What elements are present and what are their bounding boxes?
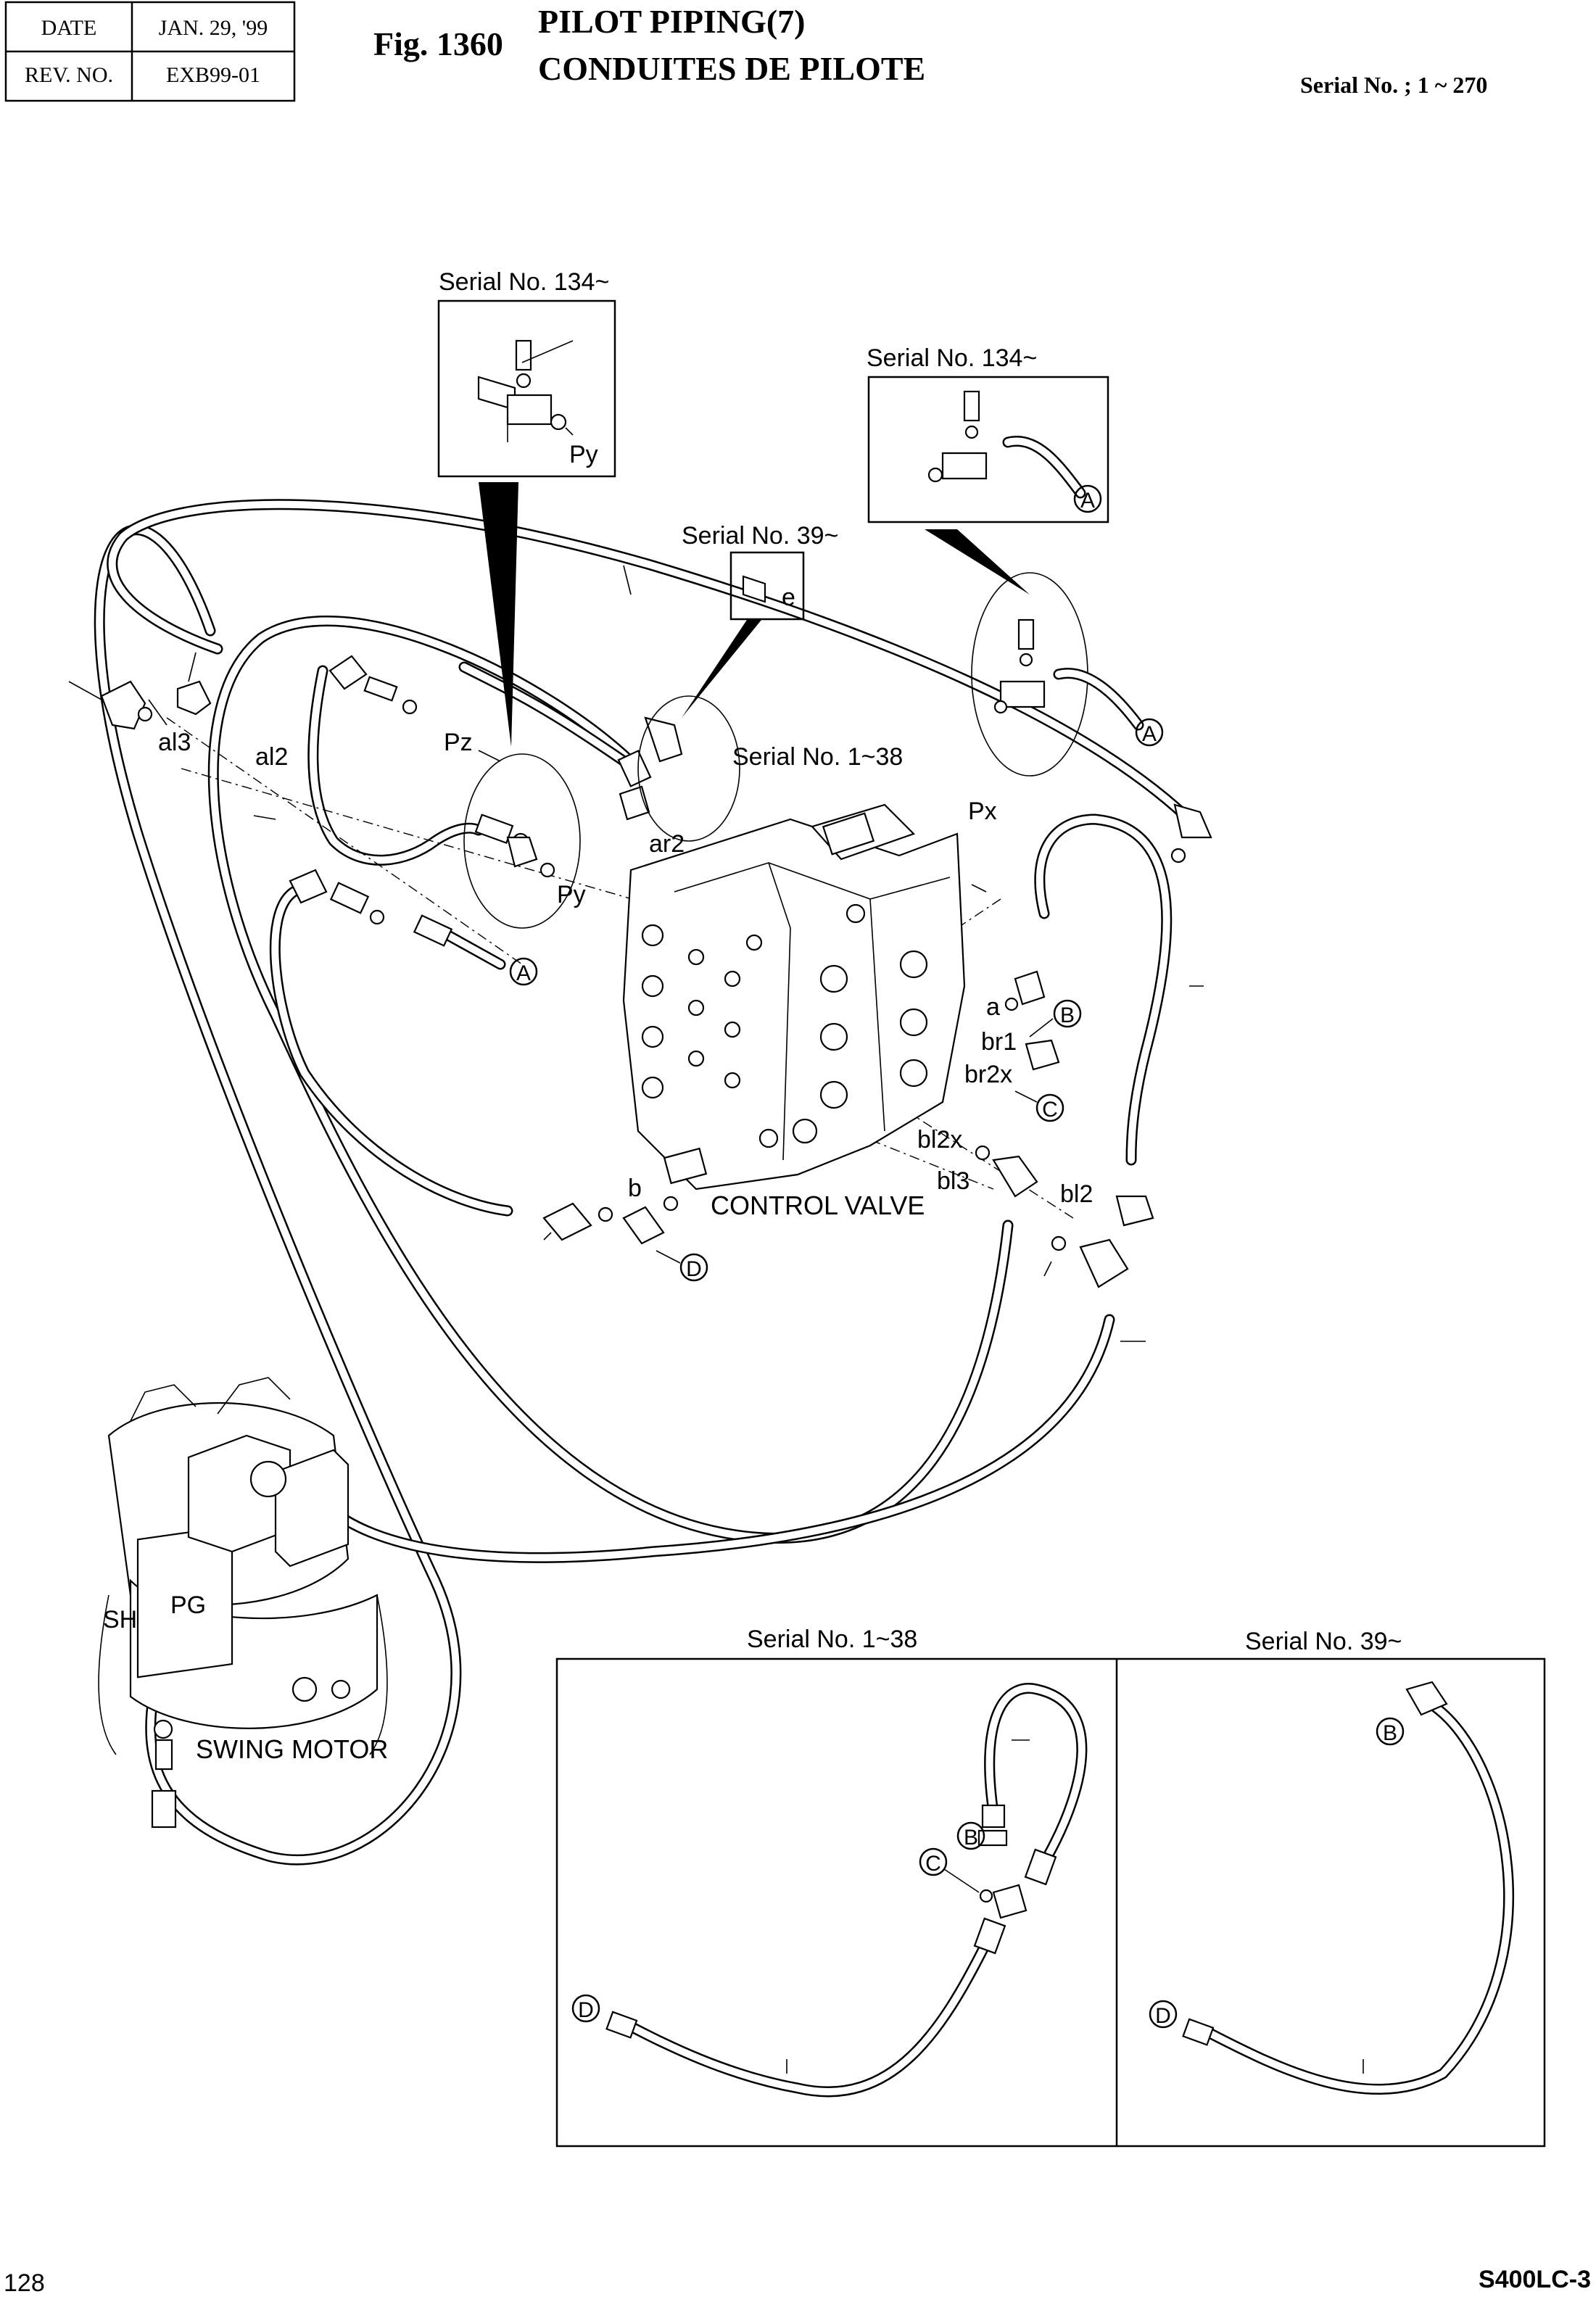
- label-ar2: ar2: [649, 830, 685, 858]
- label-swing-motor: SWING MOTOR: [196, 1734, 388, 1764]
- panel-right-title: Serial No. 39~: [1245, 1628, 1402, 1655]
- hose-top-long: [107, 499, 1202, 832]
- valve-ports: [641, 903, 928, 1185]
- detail-1-38-label: Serial No. 1~38: [732, 743, 903, 771]
- label-pz: Pz: [444, 729, 473, 756]
- header-block: DATE JAN. 29, '99 REV. NO. EXB99-01 Fig.…: [4, 1, 1487, 102]
- port-labels: al3 al2 Pz ar2 Py Px a br1 br2x bl2x bl3…: [103, 729, 1093, 1764]
- insert-py-box: [437, 299, 616, 478]
- date-value: JAN. 29, '99: [159, 16, 268, 40]
- ref-a-left: A: [516, 961, 531, 985]
- rev-value: EXB99-01: [166, 63, 260, 87]
- figure-number: Fig. 1360: [373, 25, 503, 62]
- hose-pilot-top: [458, 661, 640, 774]
- label-control-valve: CONTROL VALVE: [711, 1191, 925, 1220]
- main-drawing: Serial No. 134~ Py Serial No. 134~: [68, 268, 1212, 1866]
- insert-a: Serial No. 134~ A A: [867, 344, 1164, 777]
- date-label: DATE: [41, 16, 97, 40]
- panel-left-ref-c: C: [925, 1852, 941, 1876]
- label-al2: al2: [255, 743, 288, 771]
- panel-left-ref-d: D: [578, 1998, 594, 2022]
- insert-e: Serial No. 39~ e Serial No. 1~38: [463, 522, 903, 929]
- serial-range: Serial No. ; 1 ~ 270: [1300, 72, 1487, 98]
- insert-a-title: Serial No. 134~: [867, 344, 1037, 372]
- footer: 128 S400LC-3: [4, 2266, 1591, 2297]
- label-br1: br1: [981, 1028, 1017, 1056]
- insert-a-box: [867, 376, 1109, 523]
- control-valve: [622, 803, 966, 1191]
- panel-left-content: B C D: [571, 1683, 1088, 2098]
- panel-right-ref-d: D: [1155, 2004, 1171, 2028]
- circled-references: A B C D: [509, 957, 1082, 1282]
- title-french: CONDUITES DE PILOTE: [538, 50, 925, 87]
- ref-d-valve: D: [686, 1257, 702, 1281]
- label-pg: PG: [170, 1591, 206, 1619]
- label-bl2: bl2: [1060, 1180, 1093, 1208]
- insert-py-pointer: [479, 482, 518, 747]
- hose-left-loop: [94, 524, 462, 1866]
- label-py: Py: [557, 881, 586, 908]
- insert-a-circle-label: A: [1080, 489, 1095, 513]
- label-bl3: bl3: [937, 1167, 969, 1195]
- panel-frame: [555, 1657, 1546, 2148]
- page-number: 128: [4, 2269, 45, 2297]
- insert-py-title: Serial No. 134~: [439, 268, 609, 296]
- hose-d: [269, 886, 513, 1217]
- panel-left-ref-b: B: [964, 1826, 978, 1850]
- label-br2x: br2x: [964, 1061, 1012, 1088]
- rev-label: REV. NO.: [25, 63, 113, 87]
- hose-right-px: [1034, 813, 1173, 1166]
- ref-b-valve: B: [1060, 1003, 1075, 1027]
- label-sh: SH: [103, 1606, 137, 1634]
- label-al3: al3: [158, 729, 191, 756]
- hose-pz: [307, 665, 484, 866]
- label-bl2x: bl2x: [917, 1126, 962, 1154]
- insert-py: Serial No. 134~ Py: [437, 268, 616, 747]
- insert-py-label: Py: [569, 441, 598, 468]
- insert-e-box: [729, 551, 805, 621]
- insert-e-title: Serial No. 39~: [682, 522, 838, 550]
- panel-right-content: B D: [1149, 1681, 1515, 2095]
- swing-motor: [98, 1377, 388, 1755]
- hose-bl2-loop: [299, 1314, 1115, 1563]
- title-english: PILOT PIPING(7): [538, 3, 805, 40]
- model-code: S400LC-3: [1479, 2266, 1591, 2293]
- label-px: Px: [968, 798, 997, 825]
- label-b-port: b: [628, 1175, 642, 1202]
- bottom-detail-panels: Serial No. 1~38 Serial No. 39~ B C D: [555, 1626, 1546, 2148]
- label-a-port: a: [986, 993, 1000, 1021]
- leader-lines: [68, 565, 1204, 1342]
- ref-c-valve: C: [1042, 1098, 1058, 1122]
- fittings: [100, 655, 1212, 1829]
- panel-right-ref-b: B: [1383, 1721, 1397, 1745]
- insert-e-pointer: [682, 620, 761, 718]
- insert-a-pointer: [925, 529, 1030, 595]
- panel-left-title: Serial No. 1~38: [747, 1626, 917, 1653]
- detail-a-circle-label: A: [1142, 722, 1157, 746]
- insert-e-label: e: [782, 584, 795, 611]
